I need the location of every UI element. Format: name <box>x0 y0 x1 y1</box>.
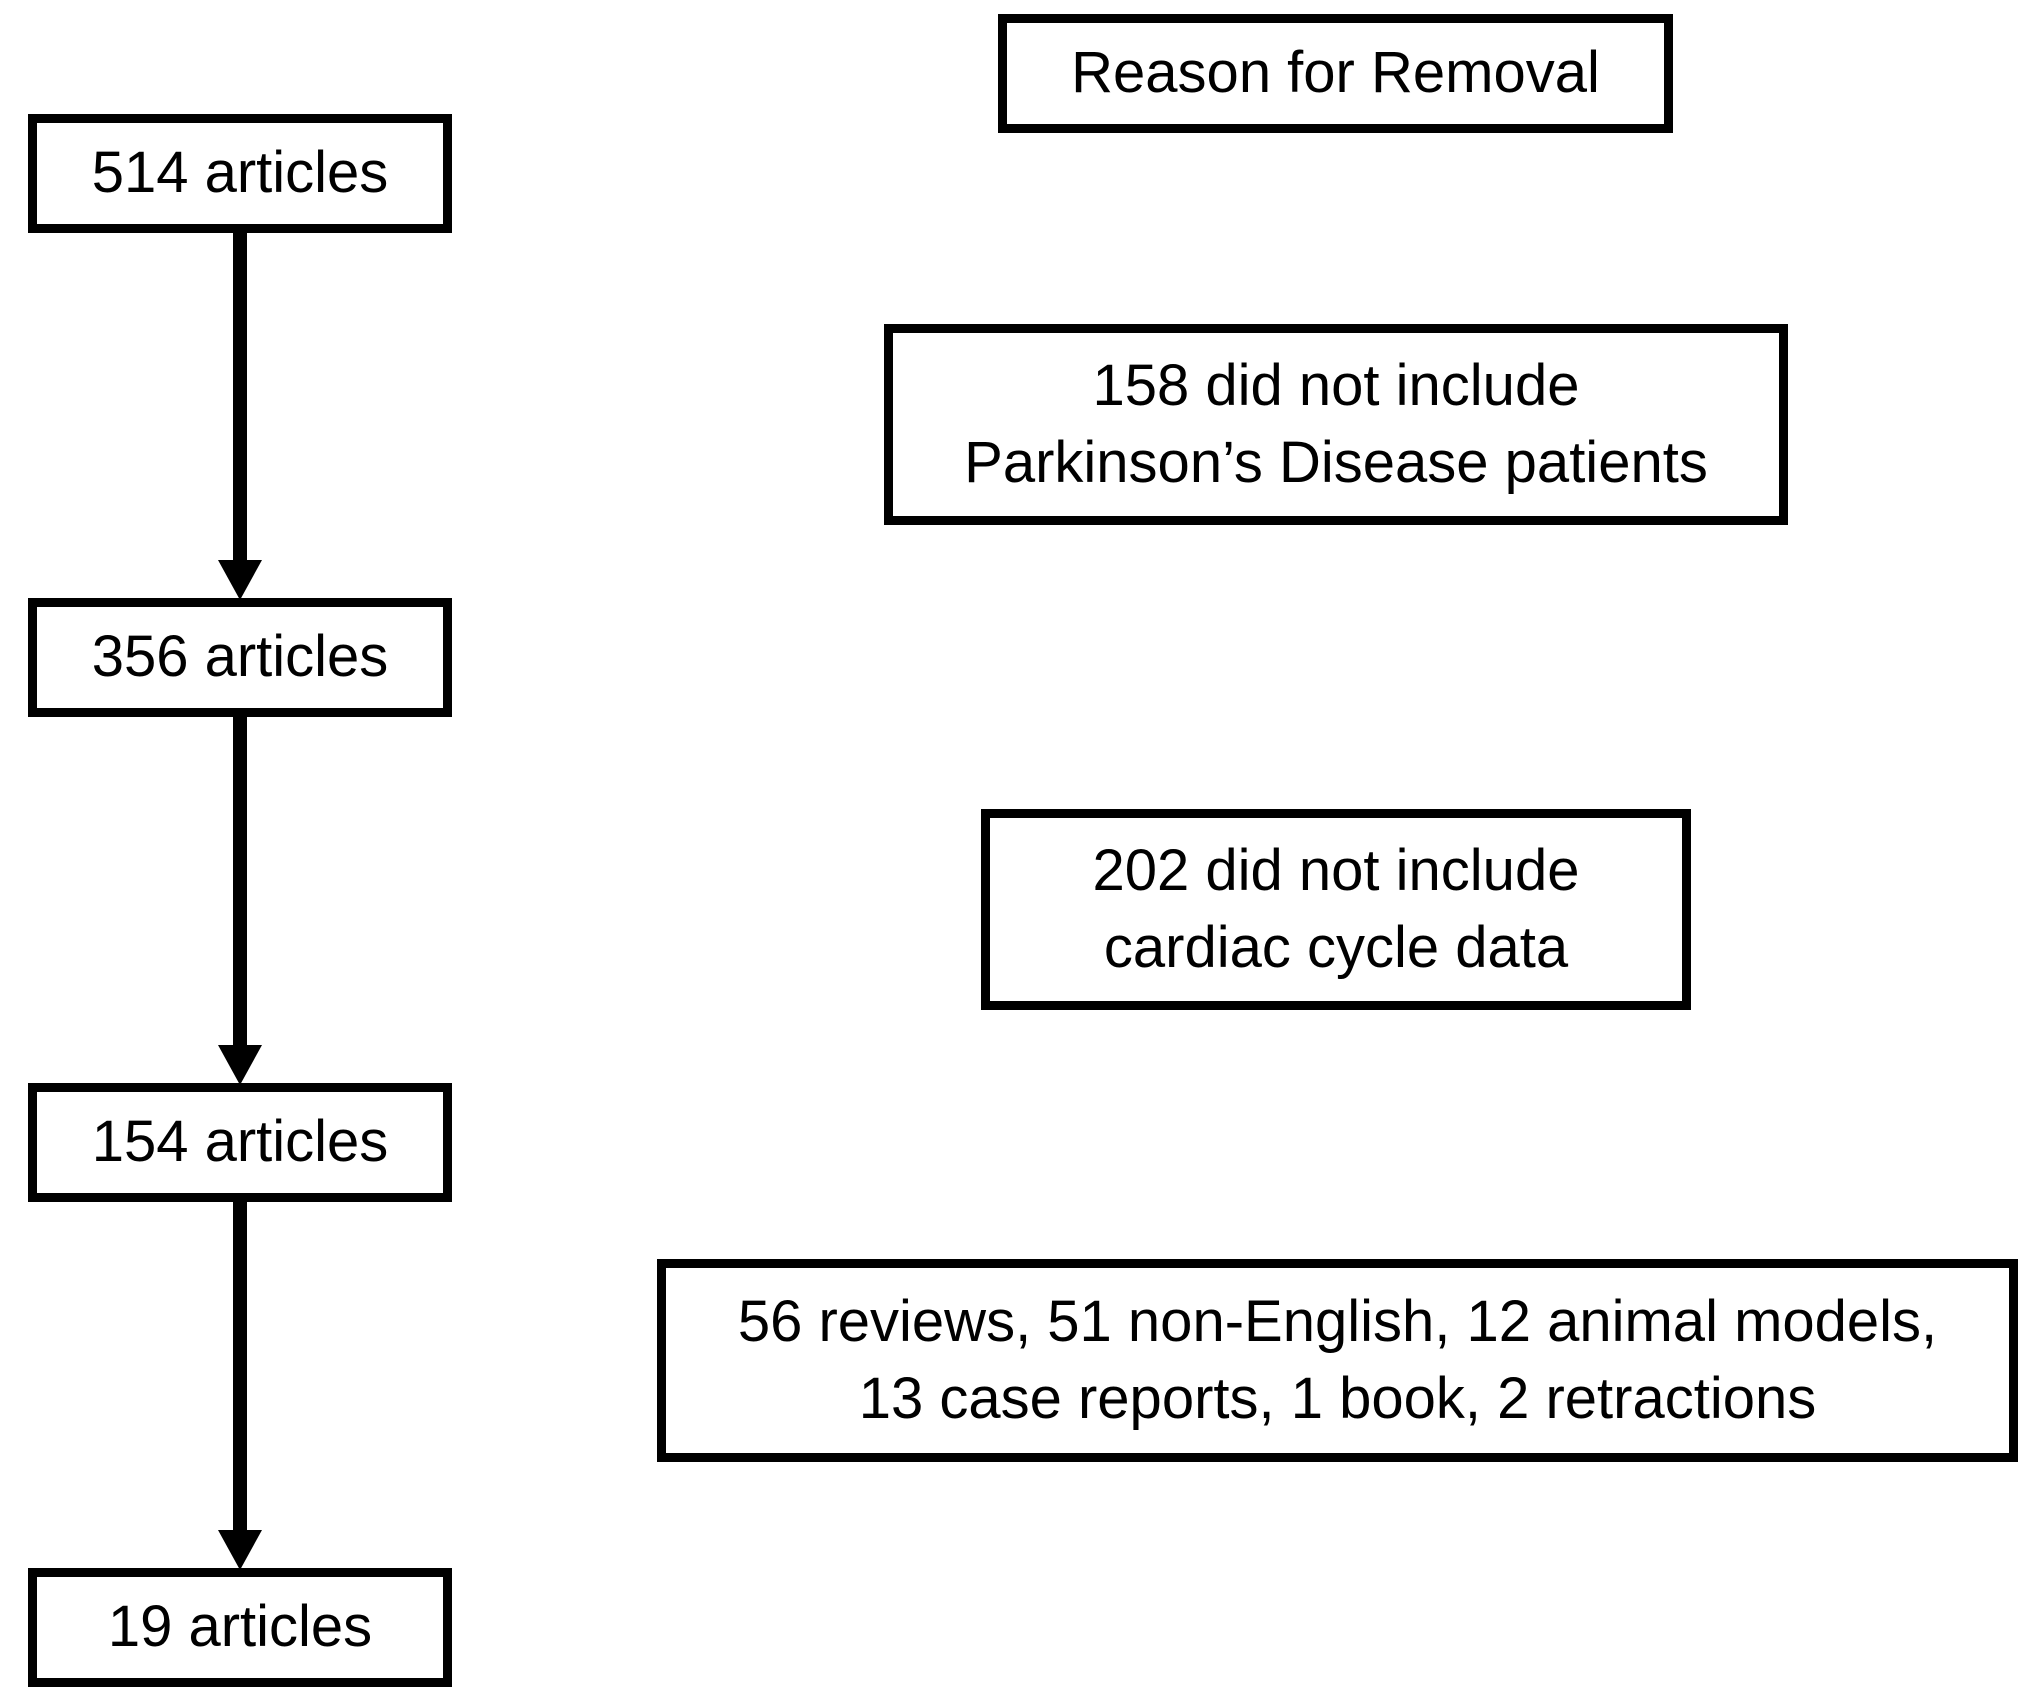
removal-reason-1-line-2: Parkinson’s Disease patients <box>964 429 1708 495</box>
stage-box-19: 19 articles <box>28 1568 452 1687</box>
removal-reason-box-2: 202 did not include cardiac cycle data <box>981 809 1691 1010</box>
arrow-2 <box>218 712 262 1085</box>
arrow-2-head <box>218 1045 262 1085</box>
stage-box-356: 356 articles <box>28 598 452 717</box>
removal-reason-2-line-1: 202 did not include <box>1092 837 1580 903</box>
removal-reason-3-line-2: 13 case reports, 1 book, 2 retractions <box>858 1365 1817 1431</box>
removal-header-box: Reason for Removal <box>998 14 1673 133</box>
arrow-1-head <box>218 560 262 600</box>
stage-label: 356 articles <box>91 624 389 690</box>
stage-box-514: 514 articles <box>28 114 452 233</box>
arrow-3 <box>218 1198 262 1570</box>
removal-reason-1-line-1: 158 did not include <box>1092 352 1580 418</box>
stage-label: 154 articles <box>91 1109 389 1175</box>
removal-reason-2-line-2: cardiac cycle data <box>1103 914 1569 980</box>
removal-reason-box-3: 56 reviews, 51 non-English, 12 animal mo… <box>657 1259 2018 1462</box>
stage-box-154: 154 articles <box>28 1083 452 1202</box>
stage-label: 514 articles <box>91 140 389 206</box>
removal-header: Reason for Removal <box>1071 40 1600 106</box>
removal-reason-3-line-1: 56 reviews, 51 non-English, 12 animal mo… <box>737 1288 1938 1354</box>
arrow-3-head <box>218 1530 262 1570</box>
arrow-1 <box>218 228 262 600</box>
stage-label: 19 articles <box>107 1594 373 1660</box>
removal-reason-box-1: 158 did not include Parkinson’s Disease … <box>884 324 1788 525</box>
